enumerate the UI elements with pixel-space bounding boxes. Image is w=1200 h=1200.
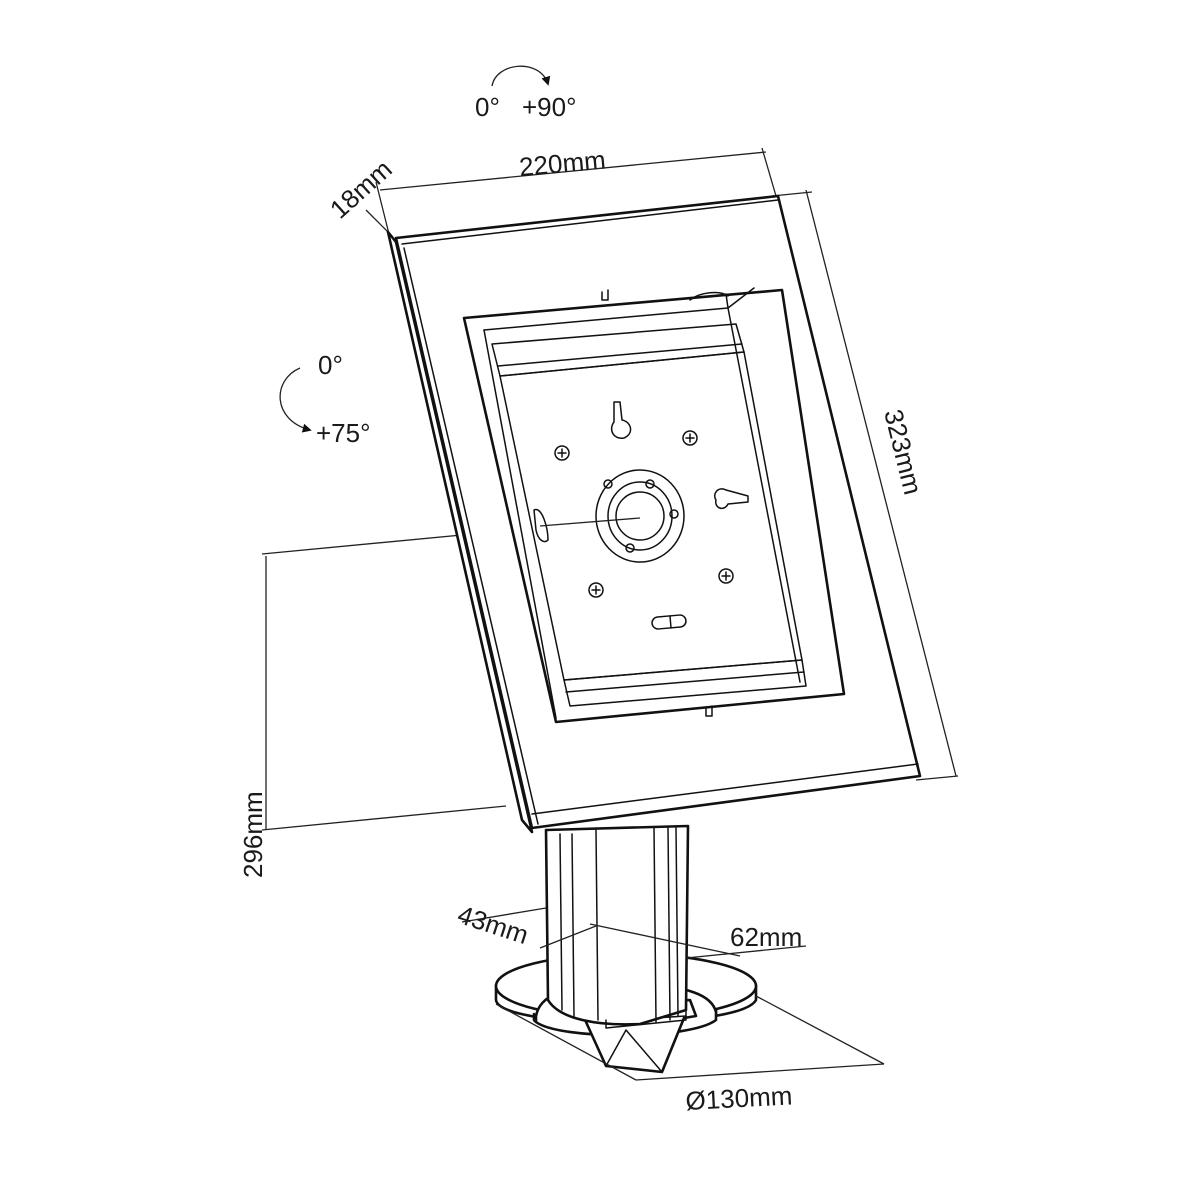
tilt-end-label: +75° (316, 418, 371, 448)
keyhole-icon (714, 488, 749, 510)
stand-height-label: 296mm (238, 791, 268, 878)
base-diameter-dimension: Ø130mm (495, 995, 885, 1116)
rotation-arrow-icon (491, 65, 551, 87)
screw-icon (588, 582, 604, 598)
screw-icon (718, 568, 734, 584)
base-diameter-label: Ø130mm (685, 1080, 793, 1116)
center-mount (595, 469, 685, 563)
slot-icon (651, 614, 687, 630)
tilt-indicator: 0° +75° (279, 350, 371, 448)
height-label: 323mm (878, 406, 928, 497)
stand-height-dimension: 296mm (238, 517, 641, 878)
rotation-start-label: 0° (475, 92, 500, 122)
rotation-indicator: 0° +90° (475, 65, 577, 122)
tilt-arrow-icon (279, 367, 312, 433)
side-lock-icon (533, 508, 549, 543)
screw-icon (682, 430, 698, 446)
tablet-enclosure (386, 194, 922, 834)
rotation-end-label: +90° (522, 92, 577, 122)
pole (544, 824, 690, 1029)
tilt-start-label: 0° (318, 350, 343, 380)
keyhole-icon (610, 401, 632, 439)
screw-icon (554, 445, 570, 461)
width-label: 220mm (518, 145, 607, 182)
pole-depth-label: 43mm (454, 899, 532, 950)
pole-width-label: 62mm (730, 922, 802, 952)
